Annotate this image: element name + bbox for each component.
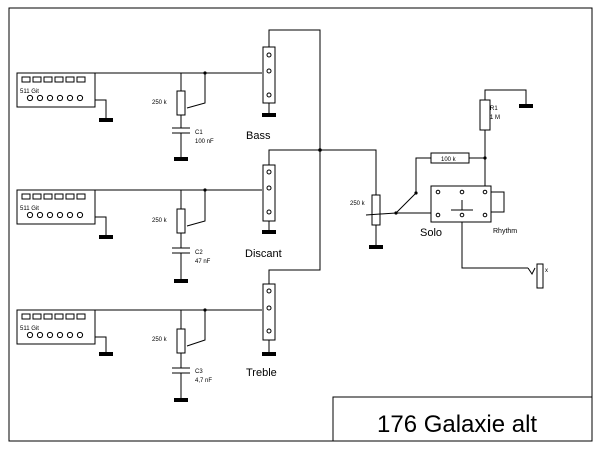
pickup-2-label: 511 Git bbox=[20, 206, 39, 212]
master-pot-label: 250 k bbox=[350, 201, 366, 207]
pickup-1-tone-pot bbox=[176, 90, 186, 116]
pickup-2-pot-label: 250 k bbox=[152, 218, 168, 224]
switch-treble bbox=[262, 283, 276, 341]
pickup-3-cap-value: 4,7 nF bbox=[195, 378, 212, 384]
resistor-r1 bbox=[479, 99, 491, 131]
ground-symbol bbox=[99, 118, 113, 122]
ground-symbol bbox=[262, 230, 276, 234]
tone-network: 100 k R1 1 M Solo Rhythm bbox=[395, 89, 533, 239]
resistor-r1-name: R1 bbox=[490, 106, 498, 112]
jack-label: x bbox=[545, 268, 548, 274]
pickup-3-poles-bottom bbox=[26, 331, 84, 339]
switch-solo-label: Solo bbox=[420, 227, 442, 239]
pickup-3-tone-pot bbox=[176, 328, 186, 354]
common-bus bbox=[268, 29, 377, 284]
pickup-2-tone-pot bbox=[176, 208, 186, 234]
pickup-1-cap-value: 100 nF bbox=[195, 139, 214, 145]
ground-symbol bbox=[174, 157, 188, 161]
resistor-100k-label: 100 k bbox=[441, 157, 457, 163]
switch-discant bbox=[262, 164, 276, 222]
switch-discant-label: Discant bbox=[245, 248, 282, 260]
pickup-3-pot-label: 250 k bbox=[152, 337, 168, 343]
diagram-frame bbox=[8, 7, 593, 442]
ground-symbol bbox=[174, 279, 188, 283]
pickup-2-cap-name: C2 bbox=[195, 250, 203, 256]
pickup-1-label: 511 Git bbox=[20, 89, 39, 95]
pickup-2-cap-value: 47 nF bbox=[195, 259, 211, 265]
pickup-channel-1: 511 Git 250 k C1 100 nF Bass bbox=[16, 46, 276, 161]
ground-symbol bbox=[99, 352, 113, 356]
pickup-3-label: 511 Git bbox=[20, 326, 39, 332]
pickup-3-cap-name: C3 bbox=[195, 369, 203, 375]
output-jack: x bbox=[461, 222, 548, 289]
ground-symbol bbox=[174, 398, 188, 402]
pickup-channel-2: 511 Git 250 k C2 47 nF Discant bbox=[16, 164, 282, 283]
title-block bbox=[332, 396, 593, 442]
resistor-r1-value: 1 M bbox=[490, 115, 500, 121]
diagram-title: 176 Galaxie alt bbox=[377, 411, 537, 438]
pickup-2-poles-bottom bbox=[26, 211, 84, 219]
switch-treble-label: Treble bbox=[246, 367, 277, 379]
master-volume-pot bbox=[371, 194, 381, 226]
switch-bass bbox=[262, 46, 276, 104]
master-volume: 250 k bbox=[350, 191, 434, 249]
pickup-channel-3: 511 Git 250 k C3 4,7 nF Treble bbox=[16, 283, 277, 402]
ground-symbol bbox=[519, 104, 533, 108]
ground-symbol bbox=[262, 352, 276, 356]
pickup-1-pot-label: 250 k bbox=[152, 100, 168, 106]
ground-symbol bbox=[262, 113, 276, 117]
pickup-2-poles-top bbox=[21, 193, 86, 200]
ground-symbol bbox=[369, 245, 383, 249]
ground-symbol bbox=[99, 235, 113, 239]
pickup-1-poles-top bbox=[21, 76, 86, 83]
pickup-1-cap-name: C1 bbox=[195, 130, 203, 136]
switch-rhythm-label: Rhythm bbox=[493, 228, 517, 235]
switch-bass-label: Bass bbox=[246, 130, 271, 142]
pickup-3-poles-top bbox=[21, 313, 86, 320]
pickup-1-poles-bottom bbox=[26, 94, 84, 102]
output-jack-body bbox=[536, 263, 544, 289]
